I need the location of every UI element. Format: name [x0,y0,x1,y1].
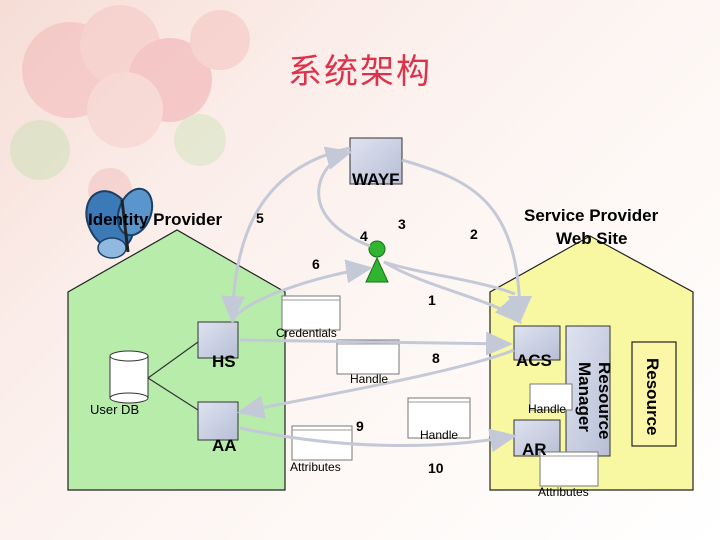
step-1: 1 [428,292,436,308]
acs-box [513,325,561,361]
resource-label: Resource [643,358,662,436]
flow-arrows [221,146,532,453]
handle-scroll-right [529,383,573,411]
identity-provider-house [67,229,286,491]
acs-label: ACS [516,351,552,370]
handle-scroll-center [407,397,471,439]
ar-box [513,419,561,457]
step-8: 8 [432,350,440,366]
user-db-cylinder [109,350,149,404]
web-site-label: Web Site [556,229,628,248]
attributes-label-right: Attributes [538,485,589,499]
aa-box [197,401,239,441]
ar-label: AR [522,440,547,459]
attributes-scroll-right [539,451,599,487]
hs-box [197,321,239,359]
step-10: 10 [428,460,444,476]
credentials-label: Credentials [276,326,337,340]
resource-manager-box [565,325,611,457]
attributes-label-left: Attributes [290,460,341,474]
step-9: 9 [356,418,364,434]
step-6: 6 [312,256,320,272]
step-2: 2 [470,226,478,242]
step-3: 3 [398,216,406,232]
step-4: 4 [360,228,368,244]
flower-decoration [10,5,250,212]
handle-scroll-left [336,339,400,375]
handle-label-right: Handle [528,402,567,416]
credentials-scroll [281,295,341,331]
butterfly-icon [85,187,154,259]
identity-provider-label: Identity Provider [88,210,223,229]
user-db-label: User DB [90,402,140,417]
step-5: 5 [256,210,264,226]
resource-manager-label-line1: Resource [595,362,614,440]
handle-label-center: Handle [420,428,459,442]
service-provider-label: Service Provider [524,206,659,225]
aa-label: AA [212,436,237,455]
resource-manager-label-line2: Manager [575,362,594,432]
resource-box [631,341,677,447]
page-title: 系统架构 [288,52,432,92]
handle-label-left: Handle [350,372,389,386]
hs-label: HS [212,352,236,371]
wayf-label: WAYF [352,170,400,189]
